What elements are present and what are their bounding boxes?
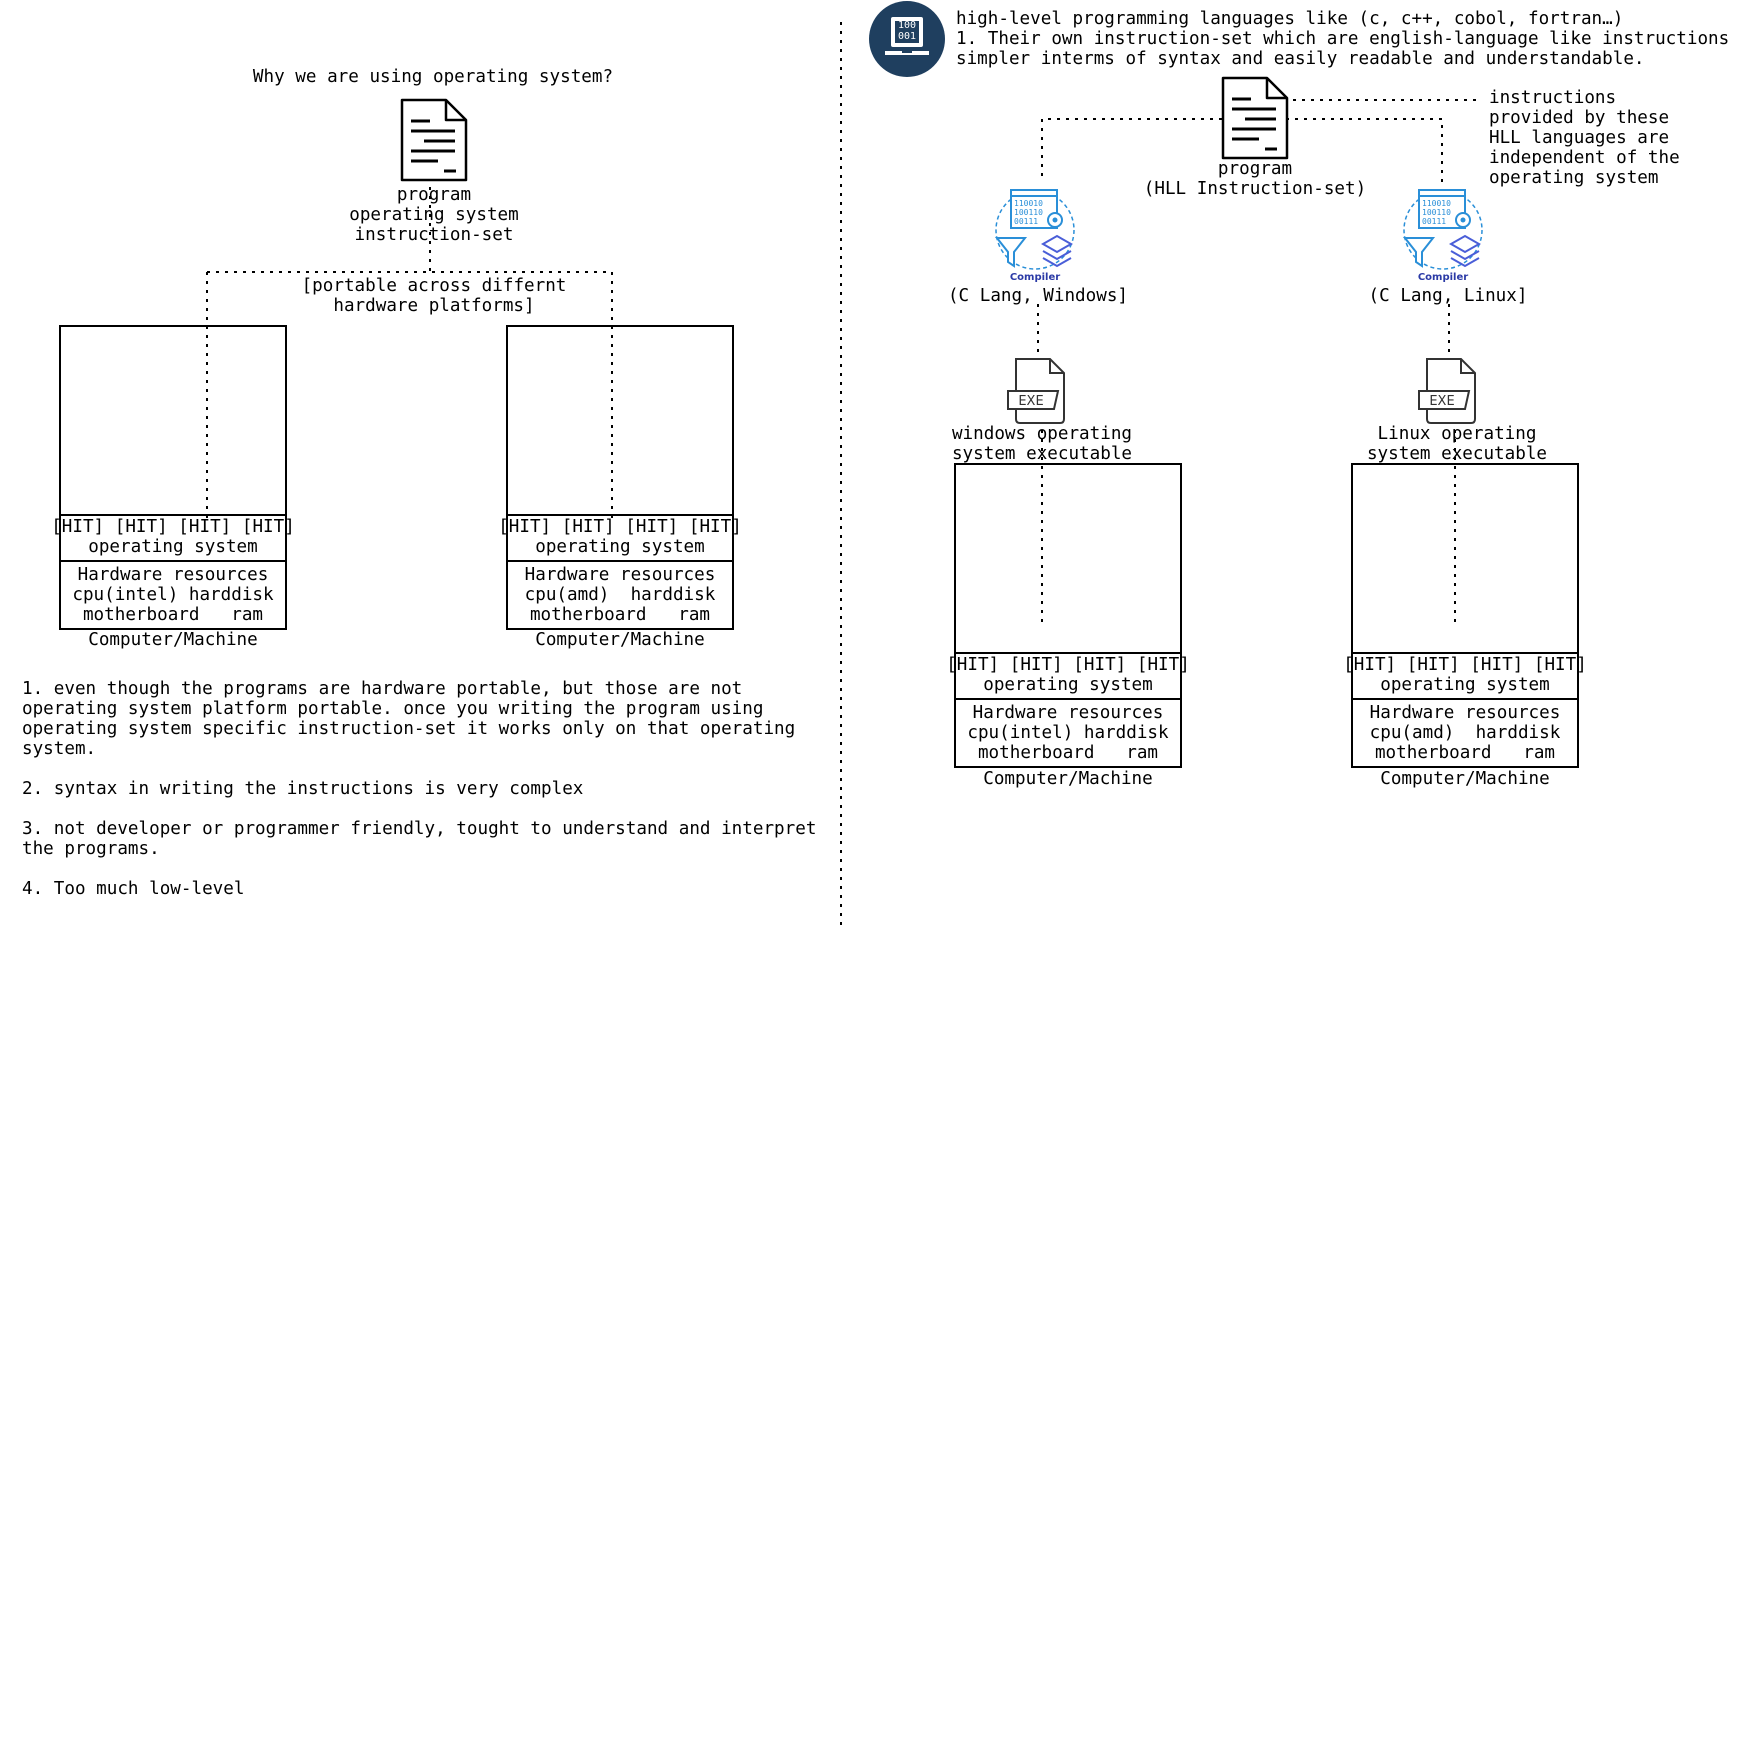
note-2: 2. syntax in writing the instructions is… — [22, 779, 584, 799]
os-label: operating system — [88, 537, 258, 557]
executable-label-linux: Linux operating system executable — [1366, 424, 1548, 464]
compiler-label-linux: (C Lang, Linux] — [1368, 286, 1528, 306]
hit-row: [HIT] [HIT] [HIT] [HIT] — [498, 517, 742, 537]
machine-box: [HIT] [HIT] [HIT] [HIT] operating system… — [1343, 463, 1587, 768]
hardware-label: Hardware resources cpu(amd) harddisk mot… — [524, 565, 716, 625]
machine-caption: Computer/Machine — [88, 630, 258, 650]
hardware-label: Hardware resources cpu(intel) harddisk m… — [72, 565, 274, 625]
left-title: Why we are using operating system? — [252, 67, 614, 87]
note-4: 4. Too much low-level — [22, 879, 245, 899]
os-label: operating system — [1380, 675, 1550, 695]
os-label: operating system — [983, 675, 1153, 695]
compiler-caption: Compiler — [1418, 272, 1468, 283]
hit-row: [HIT] [HIT] [HIT] [HIT] — [946, 655, 1190, 675]
compiler-caption: Compiler — [1010, 272, 1060, 283]
exe-text: EXE — [1018, 394, 1043, 409]
connector-linux-chain — [1448, 304, 1456, 628]
os-label: operating system — [535, 537, 705, 557]
hit-row: [HIT] [HIT] [HIT] [HIT] — [51, 517, 295, 537]
badge-digits: 100 001 — [897, 20, 917, 42]
portable-label: [portable across differnt hardware platf… — [301, 276, 567, 316]
connector-program-fork — [206, 178, 613, 520]
exe-file-icon: EXE — [1418, 358, 1476, 424]
svg-text:00111: 00111 — [1422, 217, 1446, 226]
machine-box: [HIT] [HIT] [HIT] [HIT] operating system… — [51, 325, 295, 630]
note-1: 1. even though the programs are hardware… — [22, 679, 796, 759]
connector-hll-fork — [1041, 118, 1443, 183]
laptop-icon — [885, 17, 929, 55]
hll-header: high-level programming languages like (c… — [956, 9, 1730, 69]
note-3: 3. not developer or programmer friendly,… — [22, 819, 817, 859]
svg-text:100110: 100110 — [1014, 208, 1043, 217]
svg-text:100110: 100110 — [1422, 208, 1451, 217]
hardware-label: Hardware resources cpu(amd) harddisk mot… — [1369, 703, 1561, 763]
machine-box: [HIT] [HIT] [HIT] [HIT] operating system… — [946, 463, 1190, 768]
exe-file-icon: EXE — [1007, 358, 1065, 424]
compiler-icon: 110010 100110 00111 Compiler — [1403, 189, 1483, 283]
machine-box: [HIT] [HIT] [HIT] [HIT] operating system… — [498, 325, 742, 630]
document-icon — [400, 98, 468, 182]
hit-row: [HIT] [HIT] [HIT] [HIT] — [1343, 655, 1587, 675]
machine-caption: Computer/Machine — [983, 769, 1153, 789]
hardware-label: Hardware resources cpu(intel) harddisk m… — [967, 703, 1169, 763]
left-program-label: program operating system instruction-set — [349, 185, 519, 245]
connector-win-chain — [1037, 304, 1043, 628]
compiler-label-windows: (C Lang, Windows] — [947, 286, 1129, 306]
machine-caption: Computer/Machine — [1380, 769, 1550, 789]
code-laptop-badge: 100 001 — [869, 1, 945, 77]
compiler-icon: 110010 100110 00111 Compiler — [995, 189, 1075, 283]
svg-text:110010: 110010 — [1422, 199, 1451, 208]
exe-text: EXE — [1429, 394, 1454, 409]
svg-text:110010: 110010 — [1014, 199, 1043, 208]
machine-caption: Computer/Machine — [535, 630, 705, 650]
executable-label-windows: windows operating system executable — [951, 424, 1133, 464]
svg-text:00111: 00111 — [1014, 217, 1038, 226]
hll-program-label: program (HLL Instruction-set) — [1143, 159, 1367, 199]
document-icon — [1221, 76, 1289, 160]
hll-side-note: instructions provided by these HLL langu… — [1489, 88, 1680, 188]
